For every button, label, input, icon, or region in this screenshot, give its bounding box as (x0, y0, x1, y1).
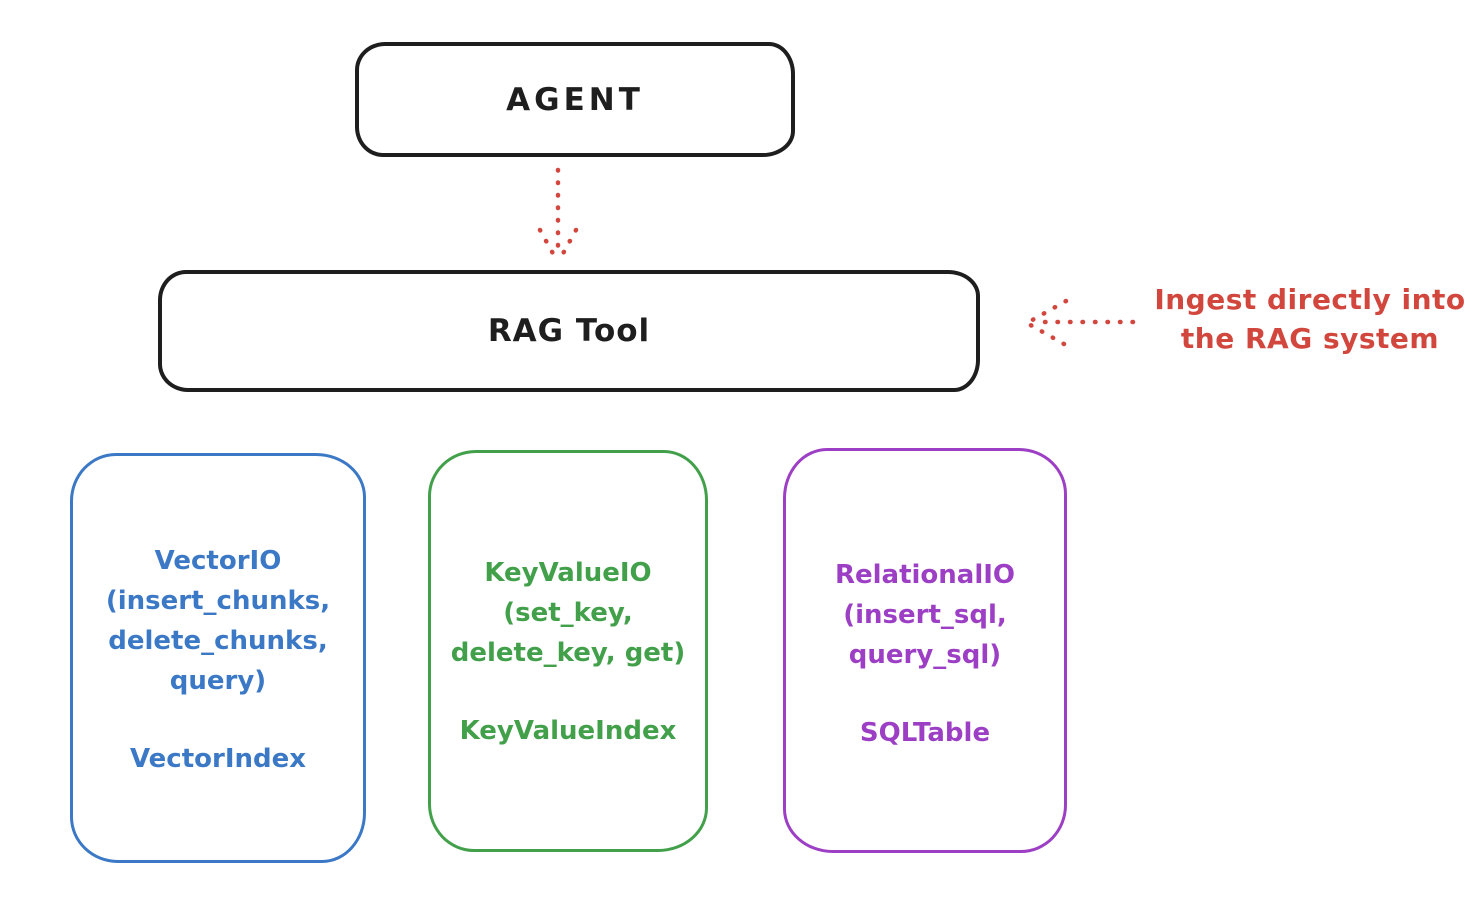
agent-node: AGENT (355, 42, 795, 157)
io-box-line: query_sql) (848, 640, 1002, 670)
agent-to-rag-arrow (537, 167, 579, 262)
agent-node-label: AGENT (506, 81, 644, 118)
io-box-line: KeyValueIO (484, 558, 652, 588)
ingest-arrow (1024, 298, 1136, 347)
io-box-line: (insert_sql, (843, 600, 1007, 630)
io-box-line: RelationalIO (834, 560, 1016, 590)
rag-tool-node-label: RAG Tool (487, 313, 651, 349)
rag-tool-node: RAG Tool (158, 270, 980, 392)
io-box-index-label: KeyValueIndex (459, 716, 677, 746)
io-box-index-label: SQLTable (859, 718, 991, 748)
ingest-annotation: Ingest directly into the RAG system (1137, 280, 1483, 358)
relational-io-node: RelationalIO (insert_sql, query_sql) SQL… (783, 448, 1067, 853)
ingest-annotation-line2: the RAG system (1180, 322, 1440, 355)
keyvalue-io-node: KeyValueIO (set_key, delete_key, get) Ke… (428, 450, 708, 852)
io-box-line: (set_key, (503, 598, 633, 628)
ingest-annotation-line1: Ingest directly into (1154, 283, 1466, 316)
io-box-index-label: VectorIndex (129, 744, 307, 774)
io-box-line: (insert_chunks, (105, 586, 331, 616)
io-box-line: delete_key, get) (450, 638, 686, 668)
io-box-line: VectorIO (154, 546, 282, 576)
vector-io-node: VectorIO (insert_chunks, delete_chunks, … (70, 453, 366, 863)
io-box-line: query) (169, 666, 267, 696)
io-box-line: delete_chunks, (108, 626, 328, 656)
